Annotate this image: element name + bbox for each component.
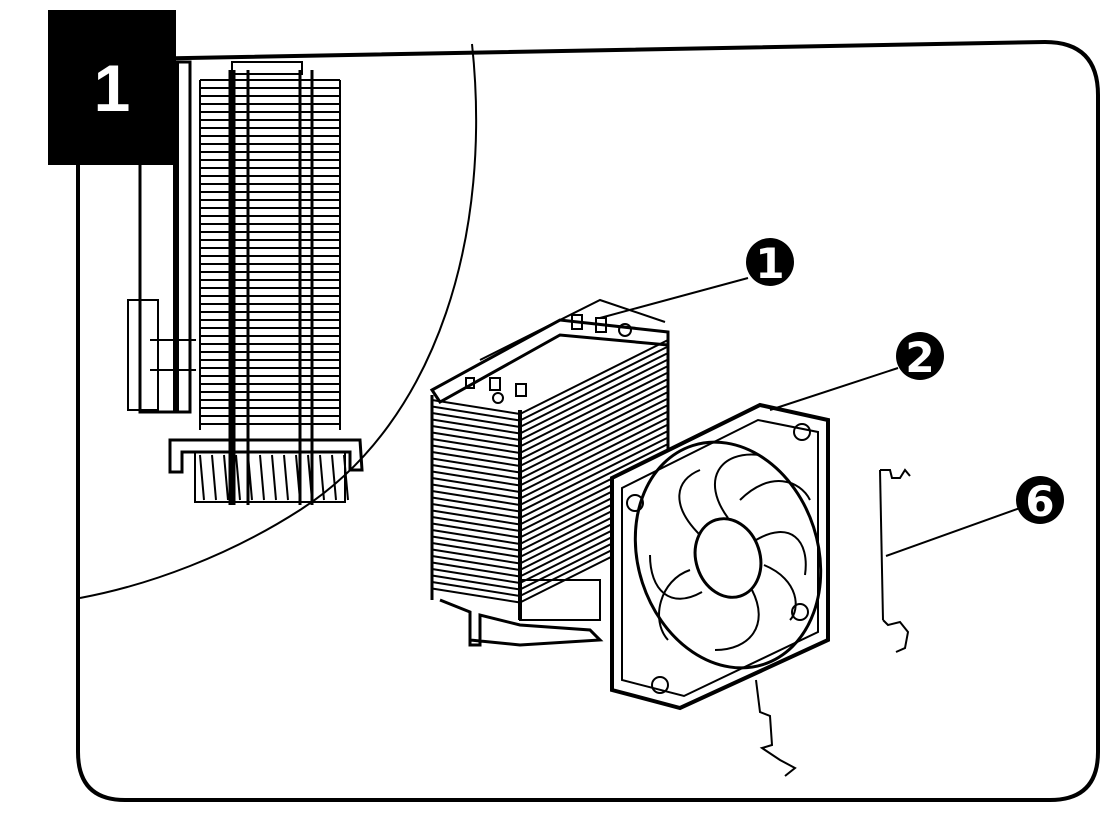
leader-line-1 <box>599 277 749 319</box>
callout-1: 1 <box>746 238 794 288</box>
svg-text:2: 2 <box>905 333 934 382</box>
inset-boundary <box>79 43 478 599</box>
fan-clip <box>879 468 911 653</box>
svg-text:1: 1 <box>755 239 784 288</box>
leader-line-2 <box>769 367 899 411</box>
step-number-badge: 1 <box>48 10 176 165</box>
fan-unit <box>610 402 830 777</box>
leader-line-6 <box>885 507 1021 557</box>
inset-cooler-side-view <box>127 60 364 505</box>
callout-6: 6 <box>1016 476 1064 526</box>
callout-2: 2 <box>896 332 944 382</box>
svg-text:6: 6 <box>1025 477 1054 526</box>
diagram-frame <box>76 39 1100 802</box>
